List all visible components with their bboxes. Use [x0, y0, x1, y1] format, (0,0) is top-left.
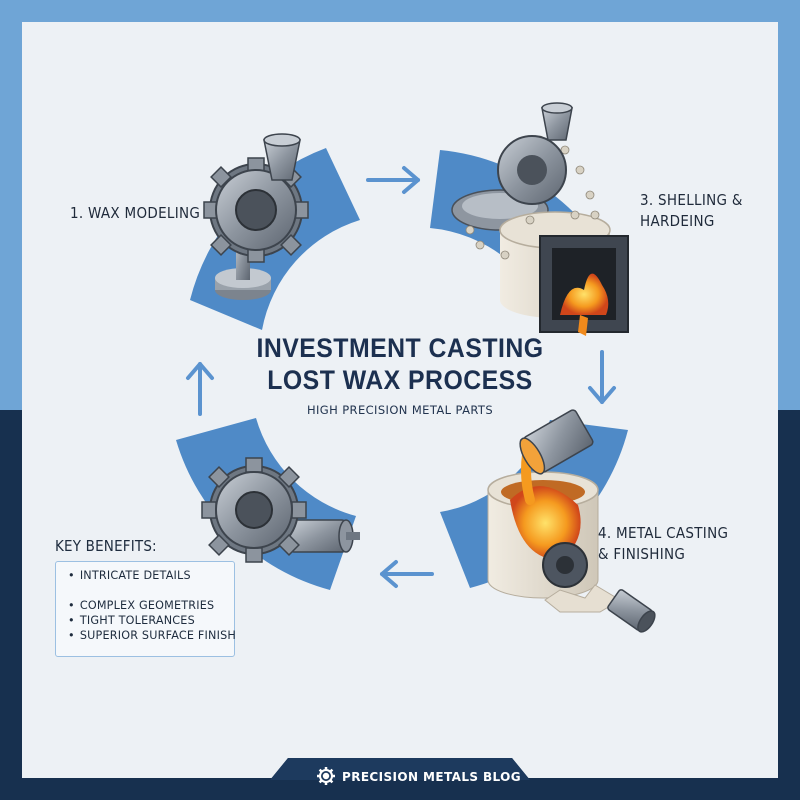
step-casting-label: 4. METAL CASTING & FINISHING [598, 523, 728, 565]
arrow-left-icon [380, 560, 434, 588]
benefit-item: SUPERIOR SURFACE FINISH [68, 629, 236, 642]
metal-casting-illustration [487, 409, 656, 633]
step-casting-line2: & FINISHING [598, 545, 686, 563]
benefit-item: TIGHT TOLERANCES [68, 614, 195, 627]
subtitle: HIGH PRECISION METAL PARTS [306, 403, 494, 417]
arrow-right-icon [366, 166, 420, 194]
arrow-down-icon [588, 350, 616, 404]
step-shelling-line2: HARDEING [640, 212, 715, 230]
title-line2: LOST WAX PROCESS [267, 365, 533, 395]
benefits-list: INTRICATE DETAILS COMPLEX GEOMETRIES TIG… [55, 561, 236, 657]
step-wax-modeling-label: 1. WAX MODELING [70, 204, 201, 222]
wax-model-gear-illustration [203, 133, 309, 300]
shelling-furnace-illustration [451, 102, 629, 336]
footer-blog-label: PRECISION METALS BLOG [342, 770, 521, 784]
finished-gear-shaft-illustration [201, 457, 360, 563]
arrow-up-icon [186, 362, 214, 416]
title-line1: INVESTMENT CASTING [256, 333, 544, 363]
gear-icon [317, 767, 335, 785]
step-shelling-line1: 3. SHELLING & [640, 191, 743, 209]
footer-banner [0, 758, 800, 800]
step-casting-line1: 4. METAL CASTING [598, 524, 729, 542]
benefits-heading: KEY BENEFITS: [55, 537, 157, 555]
benefit-item: COMPLEX GEOMETRIES [68, 599, 214, 612]
step-shelling-label: 3. SHELLING & HARDEING [640, 190, 743, 232]
benefit-item: INTRICATE DETAILS [68, 569, 191, 582]
